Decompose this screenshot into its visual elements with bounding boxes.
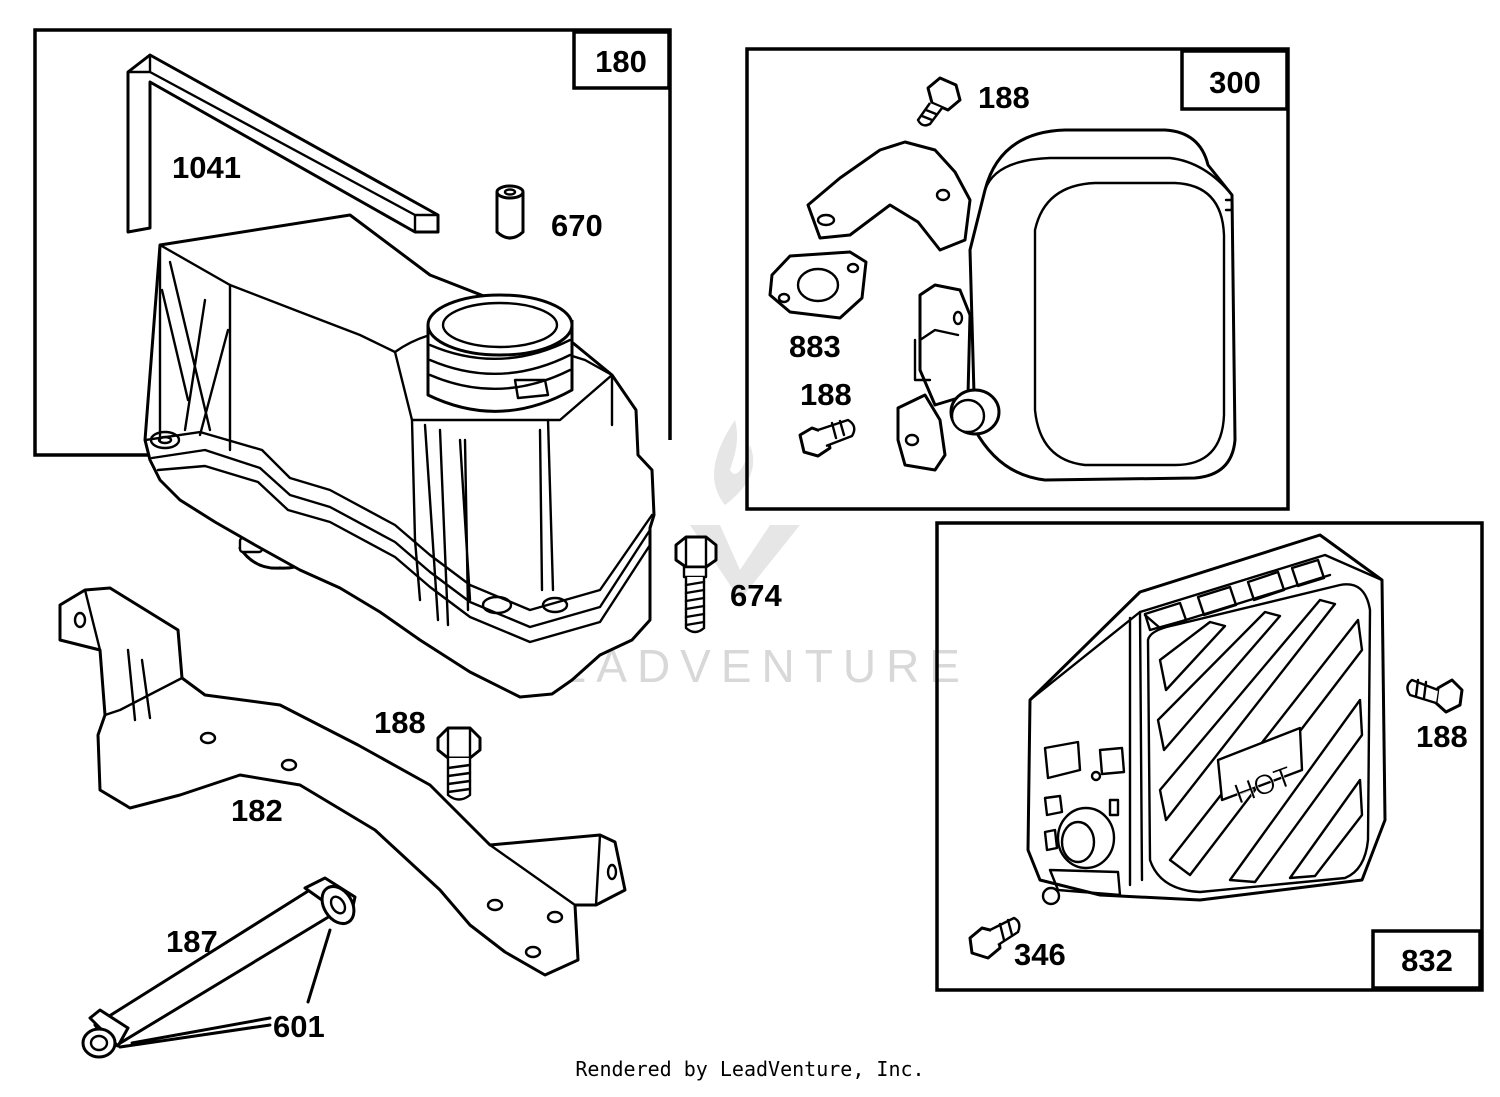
gasket-label: 883 <box>789 329 841 364</box>
muffler-group-box <box>1180 49 1289 111</box>
heat-guard: HOT <box>1026 533 1387 906</box>
screw-188-bracket <box>436 726 482 801</box>
fuel-tank <box>143 213 656 699</box>
tank-bracket-label: 182 <box>231 793 283 828</box>
tank-group-frame <box>33 28 672 457</box>
screw-188-muffler-bracket-label: 188 <box>800 377 852 412</box>
fuel-line-label: 187 <box>166 924 218 959</box>
bolt-674 <box>674 535 718 634</box>
bolt-674-label: 674 <box>730 578 782 613</box>
muffler <box>806 128 1237 482</box>
bushing <box>495 184 525 240</box>
watermark-chevron-icon <box>690 525 800 600</box>
credit-text: Rendered by LeadVenture, Inc. <box>575 1057 925 1081</box>
muffler-group-label: 300 <box>1209 65 1261 100</box>
tank-group: 180 1041 670 <box>33 28 782 1059</box>
screw-188-bracket-label: 188 <box>374 705 426 740</box>
bolt-188-muffler-top <box>916 76 962 127</box>
watermark-flame-icon <box>714 420 754 505</box>
screw-188-muffler-bracket <box>798 418 856 458</box>
guard-group-frame <box>935 521 1484 992</box>
tank-group-label: 180 <box>595 44 647 79</box>
fuel-line <box>81 876 357 1059</box>
bracket-strap-label: 1041 <box>172 150 241 185</box>
bracket-strap <box>126 53 440 234</box>
bolt-188-muffler-top-label: 188 <box>978 80 1030 115</box>
screw-346 <box>968 916 1021 960</box>
clamp-label: 601 <box>273 1009 325 1044</box>
guard-group: 832 HOT <box>935 521 1484 992</box>
gasket <box>768 250 868 320</box>
guard-group-label: 832 <box>1401 943 1453 978</box>
tank-group-box <box>572 30 671 90</box>
bolt-188-guard <box>1406 678 1464 714</box>
muffler-group: 300 188 <box>745 47 1290 511</box>
guard-group-box <box>1371 929 1482 990</box>
tank-bracket <box>58 586 627 977</box>
bolt-188-guard-label: 188 <box>1416 719 1468 754</box>
screw-346-label: 346 <box>1014 937 1066 972</box>
bushing-label: 670 <box>551 208 603 243</box>
muffler-group-frame <box>745 47 1290 511</box>
